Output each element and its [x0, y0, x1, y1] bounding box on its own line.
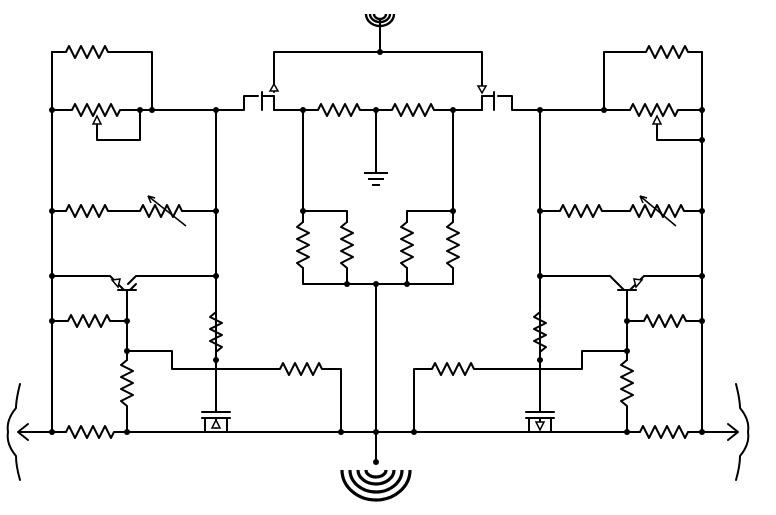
bottom-antenna-symbol [340, 459, 412, 502]
right-bjt [537, 273, 705, 322]
ground-symbol [364, 109, 388, 186]
right-variable-resistor [537, 195, 705, 227]
right-vertical-resistor-a [620, 320, 634, 433]
right-mid-resistor [624, 314, 705, 328]
left-bottom-mosfet [201, 359, 231, 433]
left-mid-resistor [49, 314, 130, 328]
right-feedback-resistor [411, 350, 628, 435]
right-potentiometer [539, 103, 705, 143]
upper-right-mosfet [452, 85, 541, 111]
upper-left-mosfet [215, 82, 304, 111]
center-top-resistors [300, 103, 456, 117]
left-terminal [6, 383, 29, 481]
right-top-resistor [603, 45, 703, 111]
left-potentiometer [51, 103, 217, 141]
left-bottom-bus [19, 425, 377, 439]
left-bjt [49, 273, 219, 322]
left-feedback-resistor [126, 350, 344, 435]
center-left-resistor-bank [296, 109, 354, 287]
left-top-resistor [51, 45, 153, 111]
right-bottom-bus [375, 425, 737, 439]
right-terminal [727, 383, 750, 481]
right-bottom-mosfet [525, 359, 555, 433]
left-vertical-resistor-a [120, 320, 134, 433]
center-spine [346, 281, 408, 463]
top-antenna-symbol [364, 13, 396, 55]
center-right-resistor-bank [400, 109, 460, 287]
left-variable-resistor [49, 195, 219, 227]
top-bus [273, 51, 483, 93]
